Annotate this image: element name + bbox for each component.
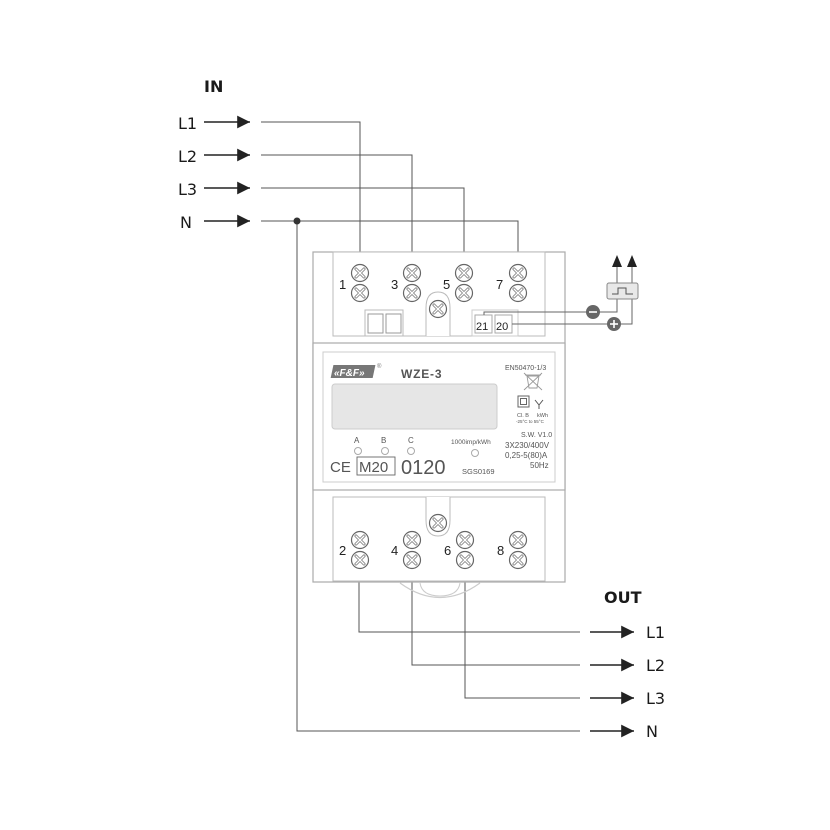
screw-icon — [402, 263, 422, 283]
lcd-display — [331, 383, 498, 430]
out-label-l2: L2 — [646, 656, 665, 675]
pulse-wave-icon — [612, 287, 633, 295]
standard-label: EN50470-1/3 — [505, 365, 546, 372]
wire-l2-out — [411, 565, 580, 666]
terminal-1-label: 1 — [339, 277, 346, 292]
screw-icon — [350, 550, 370, 570]
metrology-mark-box — [356, 456, 396, 476]
impulse-rate: 1000imp/kWh — [451, 439, 491, 446]
three-phase-icon — [534, 399, 544, 409]
output-wires — [358, 565, 580, 699]
pulse-counter-box — [606, 282, 639, 300]
notified-body-number: 0120 — [401, 457, 446, 479]
terminal-7-label: 7 — [496, 277, 503, 292]
terminal-6-label: 6 — [444, 543, 451, 558]
accuracy-class: Cl. B — [517, 413, 529, 419]
input-wires — [261, 121, 580, 732]
in-label-n: N — [180, 213, 192, 232]
seal-screw-icon — [428, 299, 448, 319]
screw-icon — [350, 263, 370, 283]
terminal-20-label: 20 — [496, 321, 508, 333]
model-name: WZE-3 — [401, 367, 442, 381]
screw-icon — [402, 530, 422, 550]
terminal-3-label: 3 — [391, 277, 398, 292]
wire-l1-out — [358, 565, 580, 633]
current-rating: 0,25-5(80)A — [505, 451, 548, 460]
arrow-up-icon — [627, 255, 637, 267]
screw-icon — [455, 530, 475, 550]
wire-l2-in — [261, 154, 413, 266]
ce-mark: CE — [330, 459, 351, 476]
polarity-markers — [586, 305, 621, 331]
screw-icon — [402, 550, 422, 570]
screw-icon — [350, 283, 370, 303]
out-label-n: N — [646, 722, 658, 741]
screw-icon — [508, 263, 528, 283]
out-label-l3: L3 — [646, 689, 665, 708]
arrow-up-icon — [612, 255, 622, 267]
terminal-21-label: 21 — [476, 321, 488, 333]
brand-logo-bg — [330, 365, 376, 378]
screw-icon — [508, 530, 528, 550]
energy-meter: 21 20 1 3 5 7 2 4 6 8 — [312, 251, 566, 599]
out-label-l1: L1 — [646, 623, 665, 642]
screw-icon — [402, 283, 422, 303]
screw-icon — [454, 263, 474, 283]
temp-range: -25°C to 55°C — [516, 419, 545, 424]
wire-l1-in — [261, 121, 361, 266]
in-heading: IN — [204, 77, 223, 96]
led-a-indicator — [354, 447, 362, 455]
screw-icon — [350, 530, 370, 550]
input-arrows — [204, 115, 250, 228]
output-arrows — [590, 625, 634, 738]
metrology-mark: M20 — [359, 459, 388, 476]
terminal-2-label: 2 — [339, 543, 346, 558]
led-b-indicator — [381, 447, 389, 455]
input-labels: L1 L2 L3 N — [178, 114, 197, 232]
terminal-4-label: 4 — [391, 543, 398, 558]
seal-screw-icon — [428, 513, 448, 533]
wire-l3-out — [464, 565, 580, 699]
pulse-led-indicator — [471, 449, 479, 457]
screw-icon — [454, 283, 474, 303]
led-c-label: C — [408, 436, 414, 445]
software-version: S.W. V1.0 — [521, 432, 552, 439]
certificate-number: SGS0169 — [462, 467, 495, 476]
led-c-indicator — [407, 447, 415, 455]
unit-label: kWh — [537, 413, 548, 419]
terminal-8-label: 8 — [497, 543, 504, 558]
in-label-l1: L1 — [178, 114, 197, 133]
din-clip-inner — [419, 582, 461, 597]
wire-l3-in — [261, 187, 465, 266]
frequency-rating: 50Hz — [530, 461, 549, 470]
in-label-l2: L2 — [178, 147, 197, 166]
pulse-output-device — [606, 255, 639, 300]
screw-icon — [508, 283, 528, 303]
screw-icon — [508, 550, 528, 570]
wire-n-through — [296, 221, 580, 732]
screw-icon — [455, 550, 475, 570]
voltage-rating: 3X230/400V — [505, 441, 550, 450]
output-labels: L1 L2 L3 N — [646, 623, 665, 741]
wire-n-in — [261, 220, 519, 266]
registered-mark: ® — [377, 363, 382, 370]
led-b-label: B — [381, 436, 386, 445]
weee-bin-icon — [523, 372, 543, 391]
junction-dot — [293, 217, 301, 225]
double-insulation-icon — [517, 395, 530, 408]
wire-terminal-21 — [483, 311, 592, 315]
out-heading: OUT — [604, 588, 642, 607]
led-a-label: A — [354, 436, 360, 445]
terminal-5-label: 5 — [443, 277, 450, 292]
in-label-l3: L3 — [178, 180, 197, 199]
brand-logo: «F&F» — [334, 368, 365, 379]
din-clip — [399, 582, 481, 599]
